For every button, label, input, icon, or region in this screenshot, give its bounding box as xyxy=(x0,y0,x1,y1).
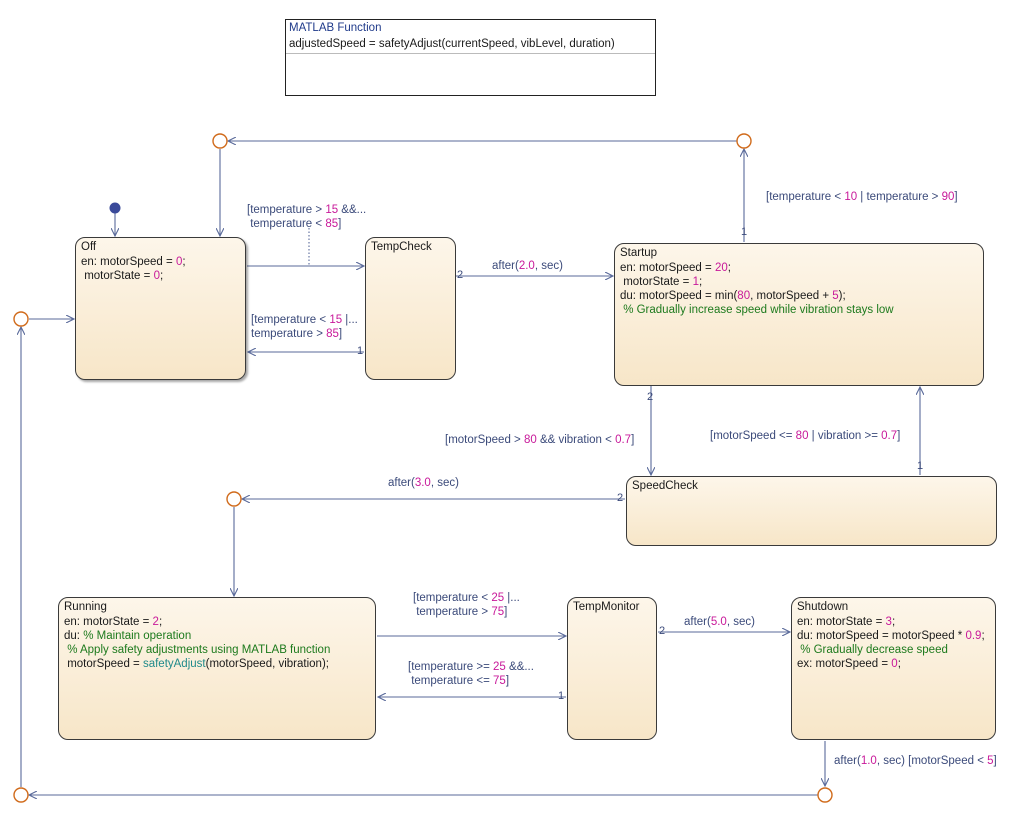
order-speedcheck-startup: 1 xyxy=(917,460,924,472)
text-line: after(1.0, sec) [motorSpeed < 5] xyxy=(834,755,997,767)
state-name: TempCheck xyxy=(371,241,432,253)
order-tempmonitor-running: 1 xyxy=(558,690,565,702)
label-tempmonitor-shutdown[interactable]: after(5.0, sec) xyxy=(684,615,755,629)
matlab-function-signature: adjustedSpeed = safetyAdjust(currentSpee… xyxy=(289,38,615,50)
state-running[interactable]: Running en: motorState = 2; du: % Maintai… xyxy=(58,597,376,740)
junction-bottom-left xyxy=(13,787,29,803)
text-line: du: % Maintain operation xyxy=(64,630,192,642)
text-line: % Gradually decrease speed xyxy=(797,644,948,656)
text-line: [temperature < 10 | temperature > 90] xyxy=(766,191,958,203)
text-line: motorState = 1; xyxy=(620,276,703,288)
order-startup-junction: 1 xyxy=(741,226,748,238)
order-tempcheck-startup: 2 xyxy=(457,269,464,281)
text-line: temperature > 75] xyxy=(413,606,508,618)
state-speedcheck[interactable]: SpeedCheck xyxy=(626,476,997,546)
text-line: [temperature < 15 |... xyxy=(251,314,358,326)
label-shutdown-junction[interactable]: after(1.0, sec) [motorSpeed < 5] xyxy=(834,754,997,768)
text-line: du: motorSpeed = motorSpeed * 0.9; xyxy=(797,630,985,642)
label-off-tempcheck[interactable]: [temperature > 15 &&... temperature < 85… xyxy=(247,203,366,231)
label-tempcheck-off[interactable]: [temperature < 15 |... temperature > 85] xyxy=(251,313,358,341)
text-line: temperature > 85] xyxy=(251,328,343,340)
junction-bottom-right xyxy=(817,787,833,803)
text-line: [temperature >= 25 &&... xyxy=(408,661,534,673)
label-startup-junction[interactable]: [temperature < 10 | temperature > 90] xyxy=(766,190,958,204)
default-transition-dot xyxy=(109,202,121,214)
order-tempmonitor-shutdown: 2 xyxy=(659,625,666,637)
state-actions: en: motorSpeed = 20; motorState = 1; du: … xyxy=(620,261,894,317)
text-line: du: motorSpeed = min(80, motorSpeed + 5)… xyxy=(620,290,846,302)
state-tempmonitor[interactable]: TempMonitor xyxy=(567,597,657,740)
text-line: [motorSpeed <= 80 | vibration >= 0.7] xyxy=(710,430,901,442)
state-name: Shutdown xyxy=(797,601,849,613)
state-tempcheck[interactable]: TempCheck xyxy=(365,237,456,380)
state-startup[interactable]: Startup en: motorSpeed = 20; motorState … xyxy=(614,243,984,386)
text-line: after(5.0, sec) xyxy=(684,616,755,628)
order-startup-speedcheck: 2 xyxy=(647,391,654,403)
order-tempcheck-off: 1 xyxy=(357,345,364,357)
state-name: Off xyxy=(81,241,97,253)
state-off[interactable]: Off en: motorSpeed = 0; motorState = 0; xyxy=(75,237,246,380)
state-actions: en: motorState = 2; du: % Maintain operat… xyxy=(64,615,330,671)
text-line: temperature < 85] xyxy=(247,218,342,230)
state-name: TempMonitor xyxy=(573,601,640,613)
state-actions: en: motorState = 3; du: motorSpeed = moto… xyxy=(797,615,985,671)
text-line: en: motorSpeed = 20; xyxy=(620,262,731,274)
label-speedcheck-startup[interactable]: [motorSpeed <= 80 | vibration >= 0.7] xyxy=(710,429,900,443)
state-actions: en: motorSpeed = 0; motorState = 0; xyxy=(81,255,186,283)
text-line: en: motorState = 2; xyxy=(64,616,163,628)
junction-middle xyxy=(226,491,242,507)
label-speedcheck-junction[interactable]: after(3.0, sec) xyxy=(388,476,459,490)
matlab-function-divider xyxy=(286,53,655,54)
label-startup-speedcheck[interactable]: [motorSpeed > 80 && vibration < 0.7] xyxy=(445,433,634,447)
text-line: ex: motorSpeed = 0; xyxy=(797,658,901,670)
text-line: en: motorSpeed = 0; xyxy=(81,256,186,268)
text-line: motorState = 0; xyxy=(81,270,164,282)
junction-top-right xyxy=(736,133,752,149)
text-line: % Apply safety adjustments using MATLAB … xyxy=(64,644,331,656)
text-line: % Gradually increase speed while vibrati… xyxy=(620,304,894,316)
text-line: [temperature < 25 |... xyxy=(413,592,520,604)
text-line: after(3.0, sec) xyxy=(388,477,459,489)
state-name: Startup xyxy=(620,247,658,259)
label-tempmonitor-running[interactable]: [temperature >= 25 &&... temperature <= … xyxy=(408,660,534,688)
text-line: [temperature > 15 &&... xyxy=(247,204,367,216)
state-name: SpeedCheck xyxy=(632,480,698,492)
matlab-function-block[interactable]: MATLAB Function adjustedSpeed = safetyAd… xyxy=(285,19,656,96)
matlab-function-title: MATLAB Function xyxy=(289,22,382,34)
label-tempcheck-startup[interactable]: after(2.0, sec) xyxy=(492,259,563,273)
text-line: after(2.0, sec) xyxy=(492,260,563,272)
junction-top-left xyxy=(212,133,228,149)
label-running-tempmonitor[interactable]: [temperature < 25 |... temperature > 75] xyxy=(413,591,520,619)
order-speedcheck-junction: 2 xyxy=(617,492,624,504)
state-name: Running xyxy=(64,601,107,613)
junction-left xyxy=(13,311,29,327)
text-line: motorSpeed = safetyAdjust(motorSpeed, vi… xyxy=(64,658,329,670)
state-shutdown[interactable]: Shutdown en: motorState = 3; du: motorSpe… xyxy=(791,597,996,740)
text-line: [motorSpeed > 80 && vibration < 0.7] xyxy=(445,434,635,446)
text-line: en: motorState = 3; xyxy=(797,616,896,628)
text-line: temperature <= 75] xyxy=(408,675,510,687)
